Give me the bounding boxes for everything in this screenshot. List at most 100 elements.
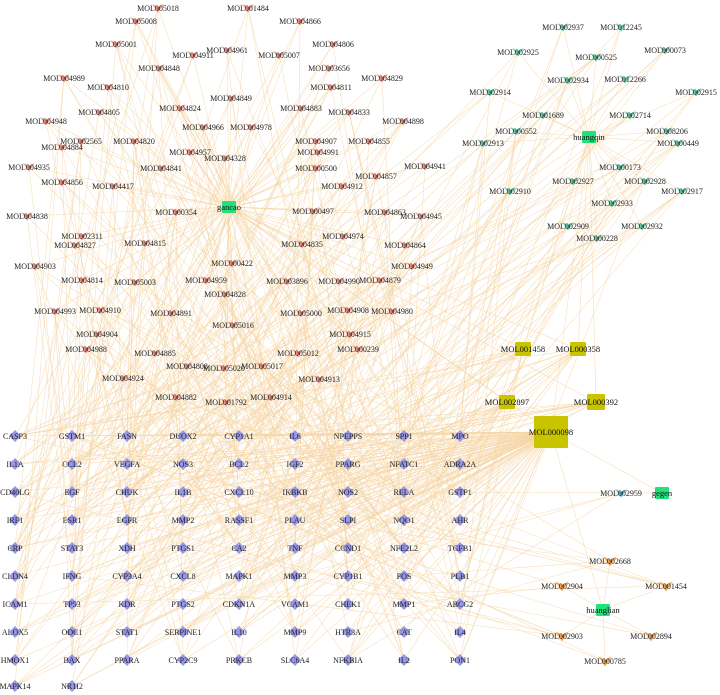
compound-node-gancao[interactable] [291, 348, 305, 359]
target-node[interactable] [177, 598, 189, 610]
compound-node-shared[interactable] [499, 395, 515, 409]
compound-node-gancao[interactable] [351, 344, 365, 355]
compound-node-shared[interactable] [587, 394, 605, 410]
compound-node-huanglian[interactable] [554, 630, 570, 642]
compound-node-gancao[interactable] [294, 308, 308, 319]
target-node[interactable] [289, 514, 301, 526]
target-node[interactable] [66, 458, 78, 470]
target-node[interactable] [233, 598, 245, 610]
target-node[interactable] [121, 430, 133, 442]
target-node[interactable] [233, 626, 245, 638]
compound-node-gancao[interactable] [138, 238, 152, 249]
compound-node-gancao[interactable] [219, 397, 233, 408]
compound-node-gancao[interactable] [28, 261, 42, 272]
compound-node-gancao[interactable] [154, 163, 168, 174]
compound-node-huangqin[interactable] [561, 221, 575, 232]
target-node[interactable] [9, 570, 21, 582]
compound-node-gancao[interactable] [375, 73, 389, 84]
target-node[interactable] [289, 654, 301, 666]
compound-node-gancao[interactable] [90, 329, 104, 340]
compound-node-gancao[interactable] [362, 136, 376, 147]
compound-node-gancao[interactable] [152, 63, 166, 74]
compound-node-huanglian[interactable] [643, 630, 659, 642]
target-node[interactable] [342, 598, 354, 610]
compound-node-huangqin[interactable] [536, 110, 550, 121]
target-node[interactable] [233, 542, 245, 554]
compound-node-gancao[interactable] [169, 392, 183, 403]
compound-node-huangqin[interactable] [689, 87, 703, 98]
target-node[interactable] [177, 542, 189, 554]
compound-node-gancao[interactable] [186, 50, 200, 61]
target-node[interactable] [177, 570, 189, 582]
target-node[interactable] [66, 514, 78, 526]
compound-node-gancao[interactable] [335, 181, 349, 192]
target-node[interactable] [9, 542, 21, 554]
compound-node-gancao[interactable] [385, 306, 399, 317]
target-node[interactable] [454, 486, 466, 498]
compound-node-gancao[interactable] [293, 16, 307, 27]
compound-node-gancao[interactable] [127, 136, 141, 147]
target-node[interactable] [177, 514, 189, 526]
compound-node-gancao[interactable] [199, 275, 213, 286]
target-node[interactable] [177, 654, 189, 666]
target-node[interactable] [398, 654, 410, 666]
target-node[interactable] [398, 430, 410, 442]
compound-node-huangqin[interactable] [566, 176, 580, 187]
compound-node-gancao[interactable] [217, 363, 231, 374]
compound-node-gancao[interactable] [218, 289, 232, 300]
target-node[interactable] [289, 542, 301, 554]
target-node[interactable] [398, 570, 410, 582]
compound-node-gancao[interactable] [20, 211, 34, 222]
target-node[interactable] [398, 486, 410, 498]
compound-node-gancao[interactable] [309, 163, 323, 174]
target-node[interactable] [9, 626, 21, 638]
compound-node-gancao[interactable] [244, 122, 258, 133]
target-node[interactable] [233, 654, 245, 666]
target-node[interactable] [289, 430, 301, 442]
target-node[interactable] [342, 542, 354, 554]
compound-node-gancao[interactable] [414, 211, 428, 222]
target-node[interactable] [342, 626, 354, 638]
compound-node-huangqin[interactable] [623, 110, 637, 121]
target-node[interactable] [233, 458, 245, 470]
target-node[interactable] [121, 542, 133, 554]
compound-node-gancao[interactable] [164, 308, 178, 319]
compound-node-huangqin[interactable] [509, 126, 523, 137]
compound-node-gancao[interactable] [148, 348, 162, 359]
target-node[interactable] [9, 514, 21, 526]
target-node[interactable] [66, 680, 78, 692]
target-node[interactable] [177, 430, 189, 442]
compound-node-gancao[interactable] [255, 361, 269, 372]
compound-node-gancao[interactable] [92, 107, 106, 118]
compound-node-gancao[interactable] [378, 207, 392, 218]
target-node[interactable] [66, 430, 78, 442]
compound-node-gancao[interactable] [68, 240, 82, 251]
herb-node-gancao[interactable] [222, 201, 236, 213]
target-node[interactable] [9, 680, 21, 692]
compound-node-gancao[interactable] [224, 93, 238, 104]
target-node[interactable] [398, 458, 410, 470]
target-node[interactable] [9, 430, 21, 442]
compound-node-gancao[interactable] [309, 136, 323, 147]
target-node[interactable] [398, 514, 410, 526]
target-node[interactable] [121, 458, 133, 470]
compound-node-gancao[interactable] [272, 50, 286, 61]
target-node[interactable] [121, 598, 133, 610]
compound-node-gancao[interactable] [322, 63, 336, 74]
compound-node-gancao[interactable] [48, 306, 62, 317]
compound-node-gancao[interactable] [396, 116, 410, 127]
target-node[interactable] [177, 626, 189, 638]
compound-node-gancao[interactable] [280, 276, 294, 287]
compound-node-gancao[interactable] [196, 122, 210, 133]
compound-node-huangqin[interactable] [660, 126, 674, 137]
target-node[interactable] [342, 654, 354, 666]
target-node[interactable] [233, 514, 245, 526]
compound-node-gancao[interactable] [405, 261, 419, 272]
compound-node-gancao[interactable] [79, 344, 93, 355]
target-node[interactable] [233, 430, 245, 442]
target-node[interactable] [121, 514, 133, 526]
compound-node-gancao[interactable] [295, 239, 309, 250]
compound-node-huangqin[interactable] [556, 22, 570, 33]
target-node[interactable] [342, 570, 354, 582]
herb-node-huanglian[interactable] [596, 604, 610, 616]
